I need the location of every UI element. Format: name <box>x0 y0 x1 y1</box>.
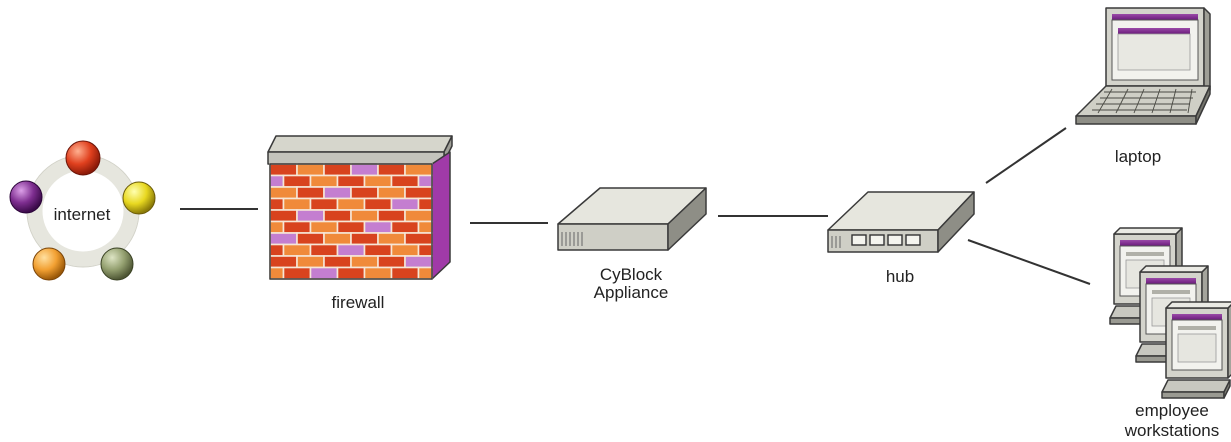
brick <box>404 232 433 246</box>
brick <box>377 255 406 269</box>
brick <box>363 243 393 257</box>
cyblock-label-line1: CyBlock <box>600 265 663 284</box>
laptop-node[interactable]: laptop <box>1075 7 1211 166</box>
cyblock-appliance-node[interactable]: CyBlock Appliance <box>557 187 707 302</box>
brick <box>417 174 433 188</box>
brick <box>336 197 366 211</box>
brick <box>269 255 298 269</box>
purple-node-icon <box>9 180 43 214</box>
brick <box>269 243 285 257</box>
brick <box>309 174 339 188</box>
red-node-icon <box>65 140 101 176</box>
laptop-icon <box>1075 7 1211 125</box>
brick <box>269 197 285 211</box>
brick <box>296 186 325 200</box>
brick <box>336 174 366 188</box>
olive-node-icon <box>100 247 134 281</box>
brick-wall-icon <box>267 135 453 280</box>
brick <box>269 266 285 280</box>
link-hub-laptop <box>985 127 1067 184</box>
brick <box>350 209 379 223</box>
brick <box>377 209 406 223</box>
brick <box>417 266 433 280</box>
brick <box>404 255 433 269</box>
laptop-label: laptop <box>1115 147 1161 166</box>
brick <box>350 232 379 246</box>
brick <box>390 266 420 280</box>
firewall-label: firewall <box>332 293 385 312</box>
brick <box>296 232 325 246</box>
workstations-label-line2: workstations <box>1124 421 1219 440</box>
brick <box>350 163 379 177</box>
brick <box>282 197 312 211</box>
brick <box>363 197 393 211</box>
yellow-node-icon <box>122 181 156 215</box>
brick <box>282 220 312 234</box>
brick <box>377 232 406 246</box>
orange-node-icon <box>32 247 66 281</box>
brick <box>350 186 379 200</box>
firewall-node[interactable]: firewall <box>267 135 453 312</box>
brick <box>363 266 393 280</box>
brick <box>269 209 298 223</box>
brick <box>296 163 325 177</box>
brick <box>309 266 339 280</box>
brick <box>323 232 352 246</box>
internet-label: internet <box>54 205 111 224</box>
hub-icon <box>827 191 975 253</box>
employee-workstations-node[interactable]: employee workstations <box>1109 227 1231 440</box>
brick <box>282 266 312 280</box>
link-hub-workstations <box>967 239 1091 285</box>
brick <box>417 220 433 234</box>
brick <box>309 243 339 257</box>
brick <box>336 266 366 280</box>
brick <box>390 174 420 188</box>
brick <box>269 163 298 177</box>
brick <box>323 163 352 177</box>
brick <box>269 174 285 188</box>
brick <box>390 220 420 234</box>
brick <box>390 243 420 257</box>
brick <box>282 174 312 188</box>
brick <box>350 255 379 269</box>
brick <box>336 243 366 257</box>
brick <box>363 174 393 188</box>
brick <box>390 197 420 211</box>
internet-node[interactable]: internet <box>9 140 156 281</box>
brick <box>417 197 433 211</box>
appliance-icon <box>557 187 707 251</box>
brick <box>363 220 393 234</box>
brick <box>404 186 433 200</box>
brick <box>404 163 433 177</box>
brick <box>336 220 366 234</box>
brick <box>417 243 433 257</box>
brick <box>323 186 352 200</box>
brick <box>296 209 325 223</box>
brick <box>269 232 298 246</box>
brick <box>309 220 339 234</box>
brick <box>404 209 433 223</box>
brick <box>269 220 285 234</box>
brick <box>269 186 298 200</box>
hub-node[interactable]: hub <box>827 191 975 286</box>
hub-label: hub <box>886 267 914 286</box>
workstations-label-line1: employee <box>1135 401 1209 420</box>
brick <box>323 255 352 269</box>
workstation-icon <box>1161 301 1231 399</box>
brick <box>323 209 352 223</box>
brick <box>282 243 312 257</box>
brick <box>309 197 339 211</box>
brick <box>296 255 325 269</box>
brick <box>377 163 406 177</box>
cyblock-label-line2: Appliance <box>594 283 669 302</box>
brick <box>377 186 406 200</box>
